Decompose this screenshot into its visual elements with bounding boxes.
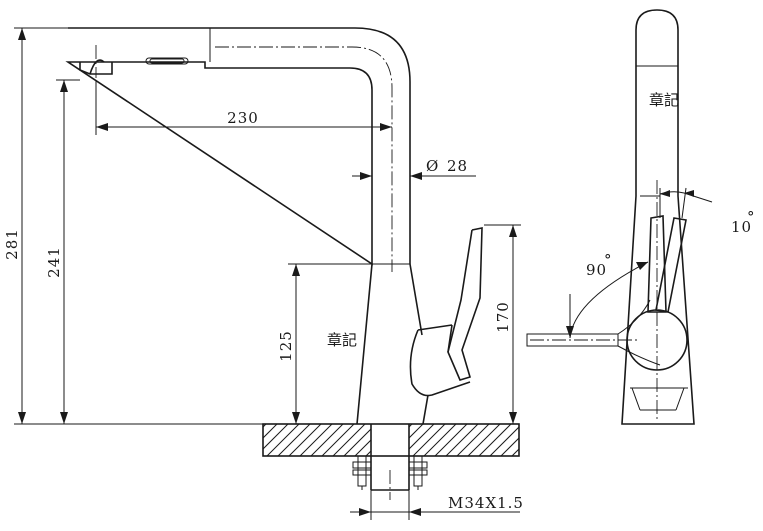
hatch-line — [523, 424, 555, 456]
mounting-stud-right — [408, 455, 428, 490]
side-lever-tilted — [655, 217, 687, 313]
hatch-line — [500, 437, 519, 456]
hatch-line — [321, 424, 355, 456]
hatch-line — [434, 424, 468, 456]
hatch-line — [399, 424, 431, 456]
side-body-outline — [621, 195, 695, 425]
dim-thread-arrow-right — [409, 508, 421, 516]
hatch-line — [277, 424, 311, 456]
hatch-line — [412, 424, 446, 456]
hatch-line — [534, 424, 566, 456]
dim-125-arrow-bottom — [292, 412, 300, 424]
hatch-line — [445, 424, 479, 456]
hatch-line — [354, 439, 371, 456]
dim-241-label: 241 — [45, 246, 63, 278]
mounting-stud-left — [352, 455, 372, 490]
hatch-line — [545, 424, 577, 456]
aerator — [79, 59, 113, 75]
dim-90-arrow-top — [636, 262, 648, 270]
dim-230-arrow-left — [96, 123, 108, 131]
hatch-line — [467, 424, 501, 456]
hatch-line — [299, 424, 333, 456]
side-body-inner — [631, 387, 685, 411]
dim-thread-arrow-left — [359, 508, 371, 516]
hatch-line — [223, 424, 255, 456]
hatch-right — [369, 424, 588, 456]
hatch-line — [410, 424, 442, 456]
dim-125-arrow-top — [292, 264, 300, 276]
dim-230-arrow-right — [380, 123, 392, 131]
dim-241-arrow-top — [60, 80, 68, 92]
dim-thread-label: M34X1.5 — [448, 494, 524, 512]
side-spout-outline — [635, 9, 679, 196]
dim-28-label: 28 — [447, 157, 468, 175]
dim-28-arrow-left — [360, 172, 372, 180]
hatch-line — [456, 424, 490, 456]
hatch-line — [409, 424, 424, 439]
dim-10-label: 10 — [731, 218, 752, 236]
dim-281-label: 281 — [3, 228, 21, 260]
hatch-left — [223, 424, 442, 456]
dim-170-arrow-bottom — [509, 412, 517, 424]
dim-10-arrow-left — [660, 190, 670, 197]
hatch-line — [409, 424, 435, 450]
dim-281-arrow-bottom — [18, 412, 26, 424]
front-dimensions: 281 241 230 Ø 28 125 170 — [3, 27, 524, 520]
hatch-line — [343, 428, 371, 456]
hatch-line — [332, 424, 366, 456]
dim-10-arrow-right — [684, 190, 694, 197]
hatch-line — [556, 424, 588, 456]
hatch-line — [288, 424, 322, 456]
hatch-line — [423, 424, 457, 456]
hatch-line — [409, 424, 413, 428]
hatch-line — [377, 424, 409, 456]
hatch-line — [511, 448, 519, 456]
spray-button — [145, 57, 189, 65]
side-view-stamp: 章記 — [649, 91, 679, 109]
dim-90-label: 90 — [586, 261, 607, 279]
dim-90-arc — [569, 261, 649, 339]
dim-170-arrow-top — [509, 225, 517, 237]
hatch-line — [266, 424, 300, 456]
hatch-line — [310, 424, 344, 456]
dim-90-degree: ° — [604, 251, 613, 269]
spray-button-inner — [149, 58, 185, 64]
hatch-line — [489, 426, 519, 456]
dim-241-arrow-bottom — [60, 412, 68, 424]
side-view: 10 ° 90 ° 章記 — [526, 9, 756, 425]
hatch-line — [369, 424, 401, 456]
dim-170-label: 170 — [494, 301, 512, 333]
spout-centerline — [215, 46, 393, 272]
dim-230-label: 230 — [227, 109, 259, 127]
hatch-line — [263, 424, 267, 428]
hatch-line — [263, 424, 289, 450]
handle-cartridge — [409, 324, 471, 397]
side-lever-linkage — [617, 299, 661, 366]
front-view — [65, 27, 588, 500]
hatch-line — [263, 424, 278, 439]
hatch-line — [388, 424, 420, 456]
dim-281-arrow-top — [18, 28, 26, 40]
dim-125-label: 125 — [277, 330, 295, 362]
hatch-line — [478, 424, 512, 456]
counter-top — [262, 423, 520, 457]
dim-90-arrow-bottom — [566, 326, 574, 338]
dim-28-arrow-right — [410, 172, 422, 180]
front-view-stamp: 章記 — [327, 331, 357, 349]
dim-28-diameter-symbol: Ø — [426, 157, 439, 175]
spout-outline — [65, 27, 411, 266]
handle-lever — [447, 227, 483, 381]
body-outline — [356, 263, 429, 425]
dim-10-degree: ° — [747, 208, 756, 226]
